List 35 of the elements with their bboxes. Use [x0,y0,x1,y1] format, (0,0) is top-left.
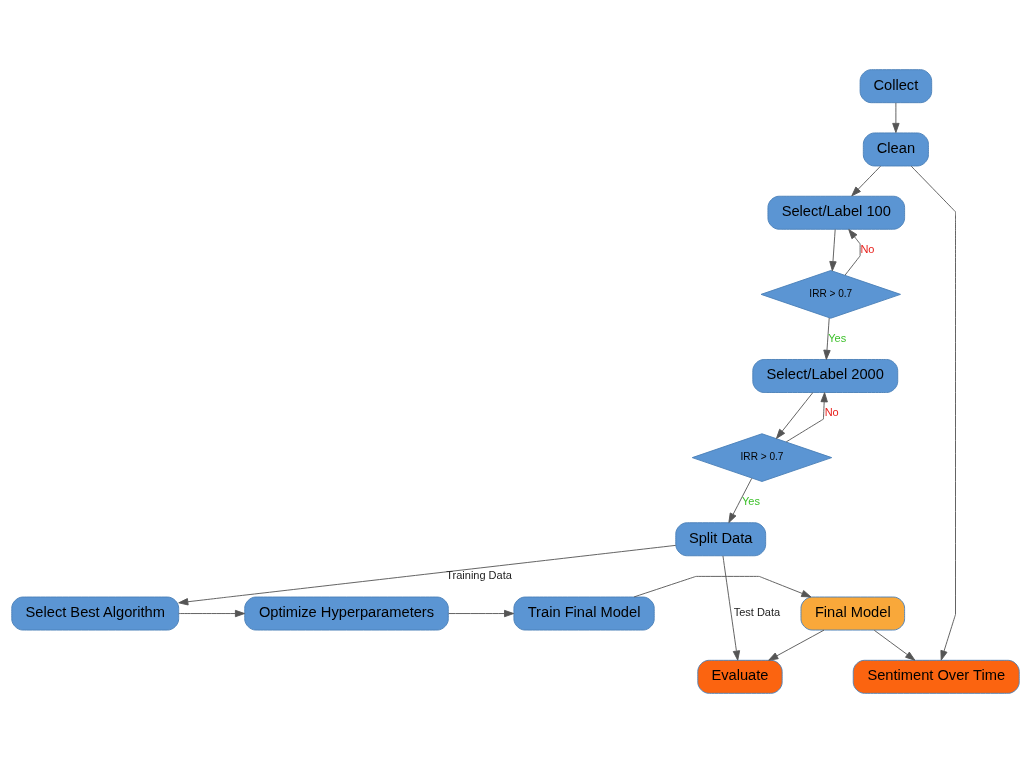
node-box: Select/Label 100 [767,195,906,230]
arrow [178,544,677,606]
arrow [823,317,831,360]
arrow [448,609,515,618]
arrow [785,392,828,443]
node-box: Evaluate [697,659,783,694]
node-box: Split Data [675,522,767,557]
node-box: Select/Label 2000 [752,359,899,393]
arrow [178,609,246,618]
arrow [892,102,900,133]
node-box: Optimize Hyperparameters [244,596,449,631]
arrow [844,229,861,276]
arrow [851,165,881,197]
edge-label: No [860,242,875,255]
edge-label: Yes [828,331,847,344]
edge-label: Training Data [446,569,512,582]
node-box: Clean [862,132,929,167]
arrow [728,477,753,524]
node-box: Train Final Model [513,596,655,631]
arrow [768,629,825,661]
node-diamond: IRR > 0.7 [691,433,833,482]
node-diamond: IRR > 0.7 [760,270,901,319]
edge-label: Yes [742,494,760,507]
edge-label: Test Data [733,606,781,619]
arrow [633,575,812,598]
arrow [829,228,837,272]
node-box: Select Best Algorithm [11,596,180,631]
arrow [873,629,916,661]
node-box: Final Model [800,596,906,631]
arrow [910,165,956,661]
edge-label: No [824,405,839,418]
arrow [722,555,741,661]
node-box: Sentiment Over Time [852,659,1020,694]
arrow [776,392,814,439]
node-box: Collect [859,69,933,104]
